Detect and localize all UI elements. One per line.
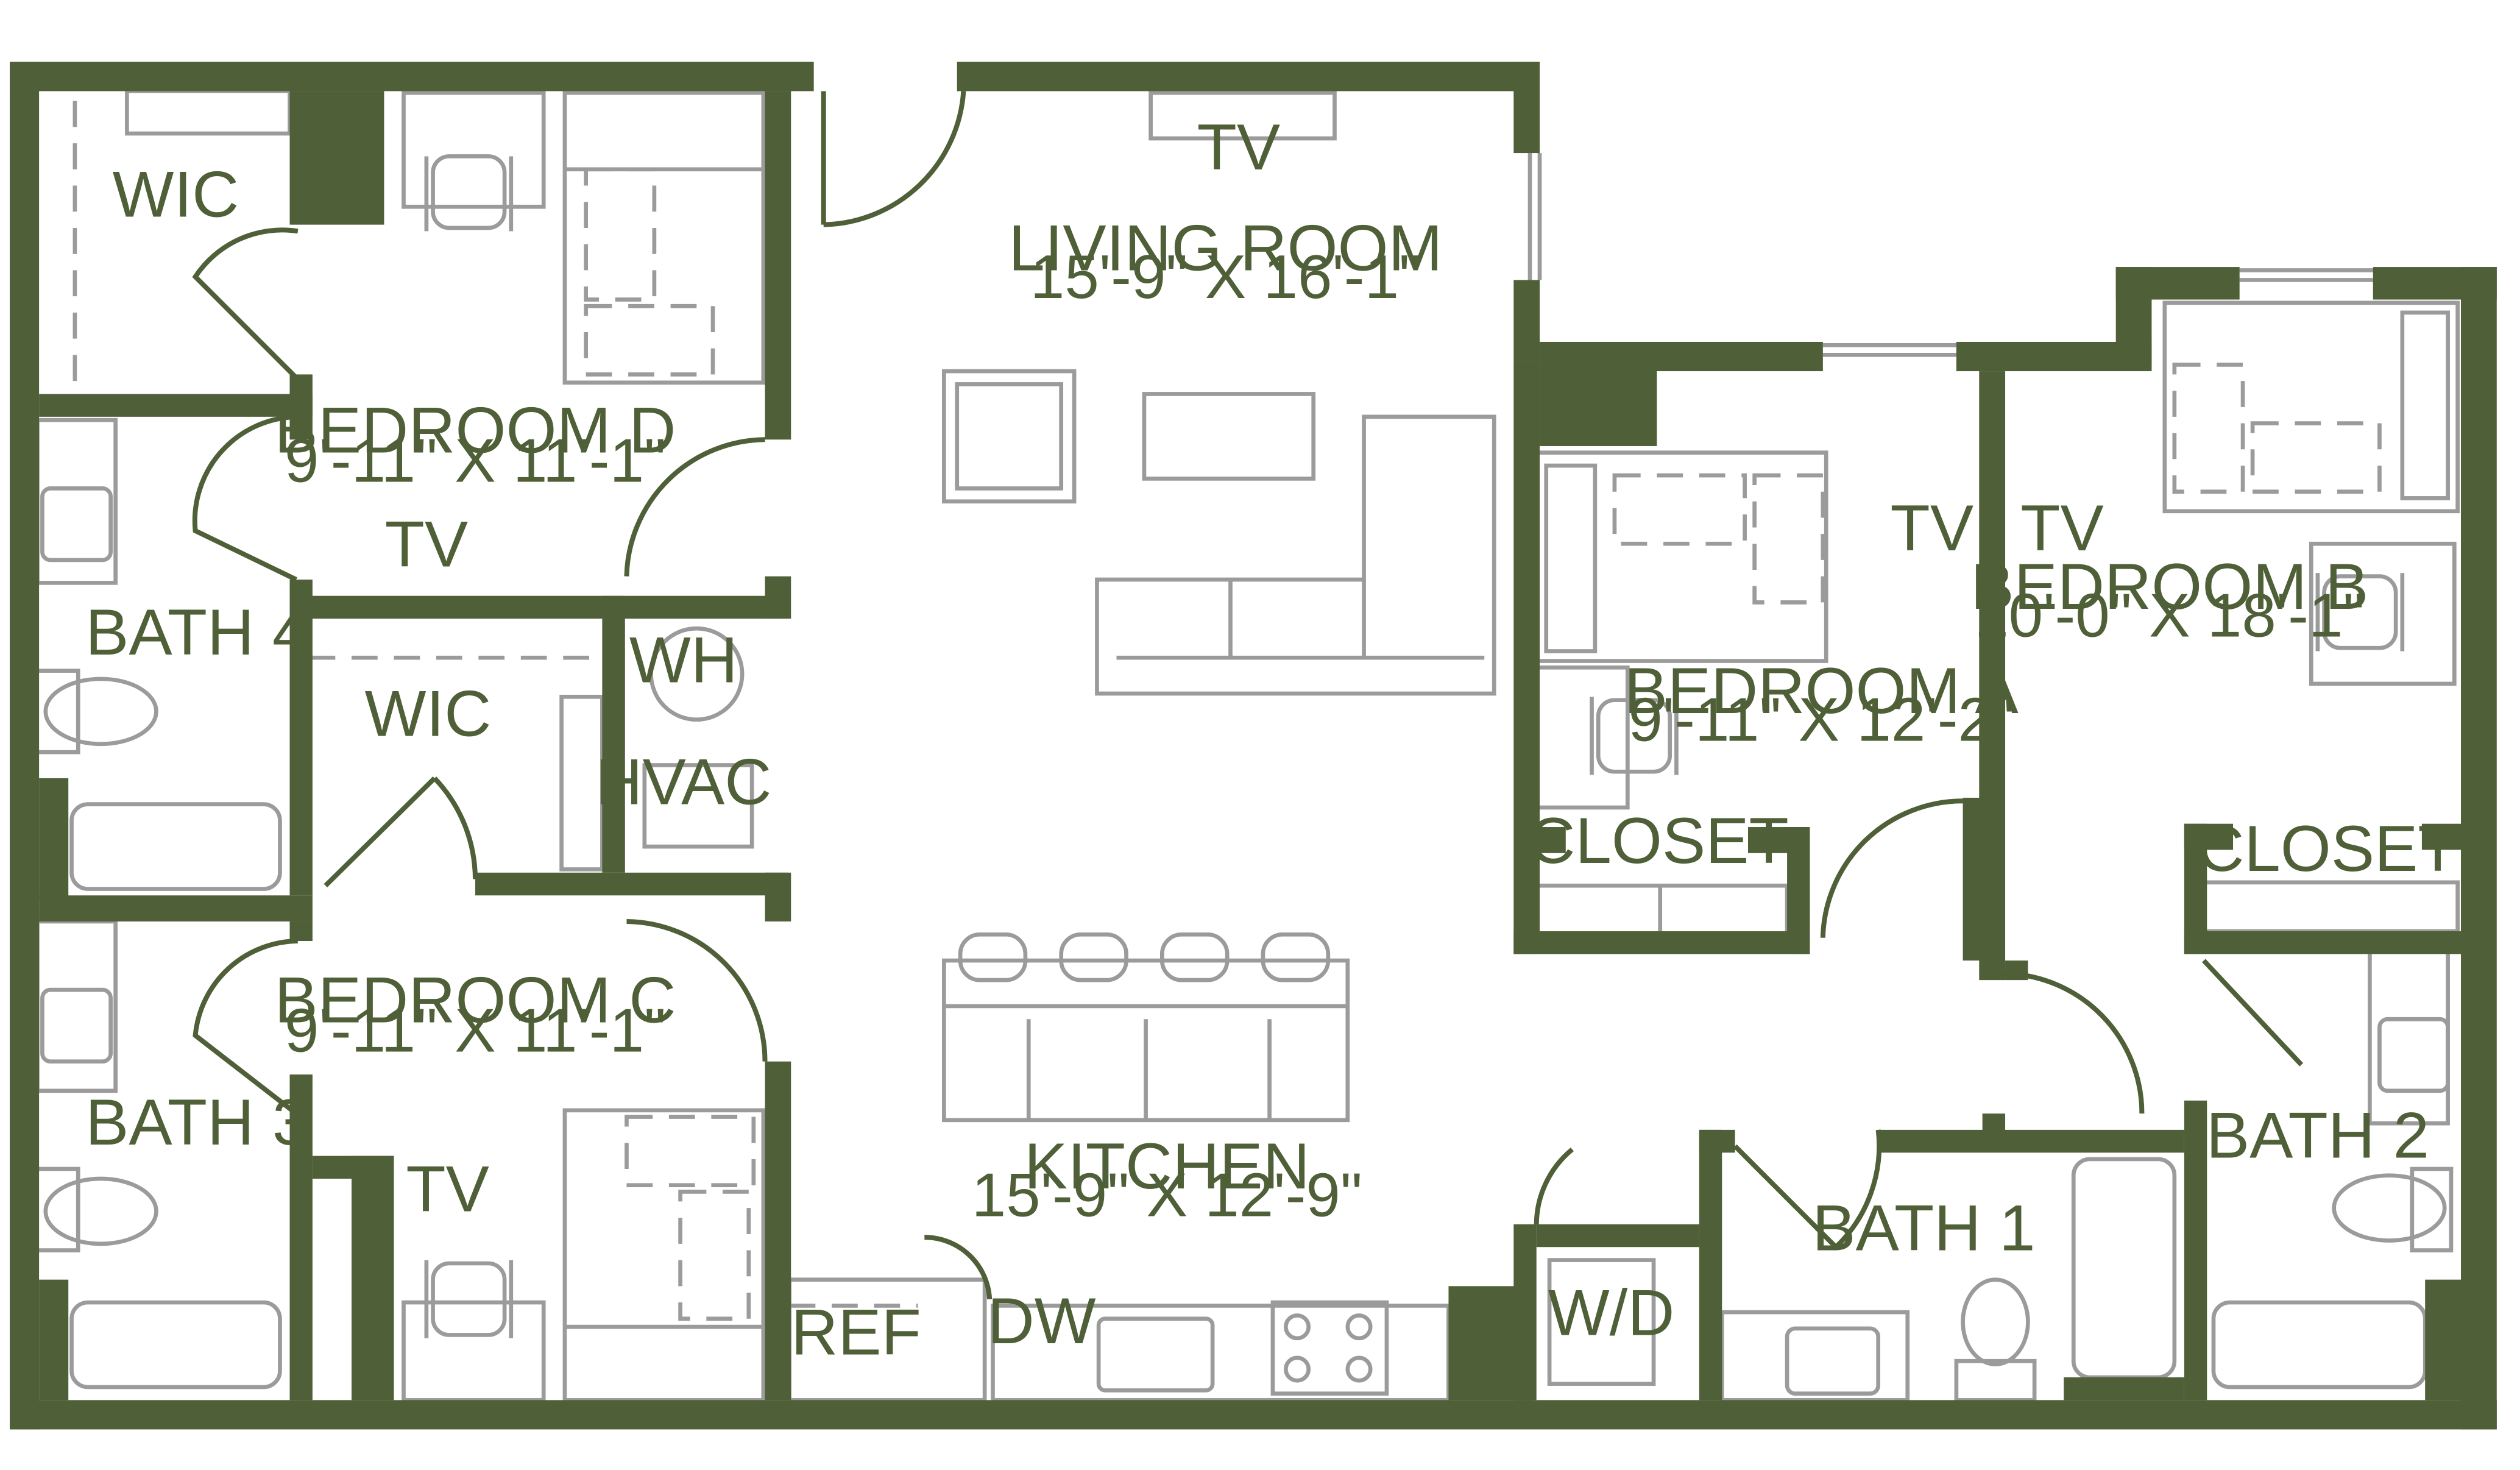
bath-4-name: BATH 4 [85, 595, 308, 669]
bedroom-a-closet-label: CLOSET [1528, 804, 1788, 877]
refrigerator-label: REF [791, 1296, 921, 1369]
living-room-name: LIVING ROOM [1008, 211, 1442, 284]
bedroom-c-name: BEDROOM C [275, 964, 676, 1037]
bedroom-a-name: BEDROOM A [1624, 654, 2019, 727]
bedroom-d-dimensions: 9'-11" X 11'-1" [285, 426, 666, 495]
bedroom-d-name: BEDROOM D [275, 394, 676, 467]
living-room-dimensions: 15'-9" X 16'-1" [1030, 242, 1421, 311]
dishwasher-label: DW [988, 1284, 1096, 1357]
bedroom-c-tv-label: TV [406, 1152, 489, 1225]
living-room-tv-label: TV [1197, 110, 1281, 183]
bath-1-name: BATH 1 [1812, 1191, 2035, 1265]
water-heater-label: WH [629, 623, 738, 696]
room-labels: TV LIVING ROOM 15'-9" X 16'-1" KITCHEN 1… [85, 110, 2458, 1369]
wic-c-label: WIC [365, 676, 492, 750]
bedroom-a-dimensions: 9'-11" X 12'-2" [1628, 684, 2014, 754]
chair-icon [424, 154, 514, 232]
chair-icon [2315, 573, 2405, 652]
kitchen-dimensions: 15'-9" X 12'-9" [972, 1160, 1362, 1229]
bedroom-a-tv-label: TV [1891, 491, 1974, 564]
walls [10, 62, 2497, 1430]
kitchen-name: KITCHEN [1024, 1129, 1310, 1202]
hvac-label: HVAC [595, 745, 771, 818]
chair-icon [1590, 697, 1679, 775]
bedroom-b-closet-label: CLOSET [2197, 812, 2457, 885]
bedroom-b-tv-label: TV [2020, 491, 2104, 564]
bedroom-d-tv-label: TV [385, 508, 469, 581]
wic-d-label: WIC [113, 157, 239, 230]
bedroom-c-dimensions: 9'-11" X 11'-1" [285, 996, 666, 1065]
bedroom-b-dimensions: 10'-0" X 18'-1" [1974, 580, 2365, 650]
bedroom-b-name: BEDROOM B [1970, 550, 2368, 623]
chair-icon [424, 1260, 514, 1338]
bath-2-name: BATH 2 [2206, 1098, 2429, 1171]
washer-dryer-label: W/D [1548, 1276, 1675, 1349]
bath-3-name: BATH 3 [85, 1085, 308, 1159]
